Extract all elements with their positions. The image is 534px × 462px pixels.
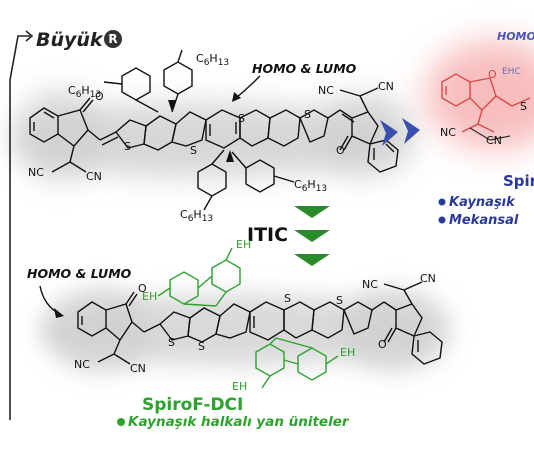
right-panel-name: Spiro bbox=[503, 172, 534, 190]
right-panel-bullet-2: Mekansal bbox=[449, 213, 519, 228]
itic-label: ITIC bbox=[247, 224, 289, 246]
atom-s: S bbox=[336, 294, 343, 307]
atom-nc: NC bbox=[440, 126, 456, 139]
atom-s: S bbox=[238, 112, 245, 125]
homo-cloud-right bbox=[425, 40, 534, 150]
itic-wedges bbox=[168, 100, 234, 162]
atom-s: S bbox=[520, 100, 527, 113]
atom-c6h13: C6H13 bbox=[196, 52, 230, 69]
atom-s: S bbox=[304, 108, 311, 121]
right-panel-bullet-1: Kaynaşık bbox=[449, 195, 515, 210]
atom-cn: CN bbox=[486, 134, 502, 147]
homo-lumo-label-mid: HOMO & LUMO bbox=[27, 266, 132, 281]
double-chevron-right-icon bbox=[380, 118, 420, 146]
homo-lumo-label-top: HOMO & LUMO bbox=[252, 61, 357, 76]
right-structure bbox=[441, 73, 531, 133]
bullet-dot-icon bbox=[438, 216, 446, 224]
header-badge: R bbox=[104, 30, 122, 48]
atom-nc: NC bbox=[28, 166, 44, 179]
atom-cn: CN bbox=[130, 362, 146, 375]
atom-nc: NC bbox=[362, 278, 378, 291]
atom-o: O bbox=[336, 144, 345, 157]
atom-c6h13: C6H13 bbox=[180, 208, 214, 225]
right-structure-dark bbox=[469, 127, 511, 141]
atom-nc: NC bbox=[318, 84, 334, 97]
atom-s: S bbox=[168, 336, 175, 349]
curved-arrow-icon bbox=[235, 75, 261, 99]
ehc-label-right: EHC bbox=[502, 67, 521, 77]
atom-s: S bbox=[124, 140, 131, 153]
header-label: Büyük bbox=[36, 29, 103, 51]
atom-eh: EH bbox=[236, 238, 252, 251]
spirof-bullet-text: Kaynaşık halkalı yan üniteler bbox=[128, 414, 349, 430]
atom-cn: CN bbox=[378, 80, 394, 93]
atom-o: O bbox=[95, 90, 104, 103]
atom-o: O bbox=[488, 68, 497, 81]
spirof-fluorene-units bbox=[157, 247, 339, 389]
triple-chevron-down-icon bbox=[294, 206, 330, 266]
atom-s: S bbox=[190, 144, 197, 157]
atom-o: O bbox=[378, 338, 387, 351]
bullet-dot-icon bbox=[438, 198, 446, 206]
atom-eh: EH bbox=[232, 380, 248, 393]
atom-c6h13: C6H13 bbox=[68, 84, 102, 101]
atom-o: O bbox=[138, 282, 147, 295]
atom-s: S bbox=[284, 292, 291, 305]
bullet-dot-icon bbox=[117, 418, 125, 426]
atom-eh: EH bbox=[142, 290, 158, 303]
atom-eh: EH bbox=[340, 346, 356, 359]
homo-label-right: HOMO bbox=[497, 30, 534, 43]
atom-nc: NC bbox=[74, 358, 90, 371]
atom-cn: CN bbox=[86, 170, 102, 183]
atom-s: S bbox=[198, 340, 205, 353]
spirof-structure bbox=[77, 281, 443, 365]
bracket-arrow-icon bbox=[9, 30, 34, 420]
atom-cn: CN bbox=[420, 272, 436, 285]
atom-c6h13: C6H13 bbox=[294, 178, 328, 195]
spirof-name: SpiroF-DCI bbox=[142, 395, 244, 415]
itic-structure bbox=[29, 49, 399, 211]
